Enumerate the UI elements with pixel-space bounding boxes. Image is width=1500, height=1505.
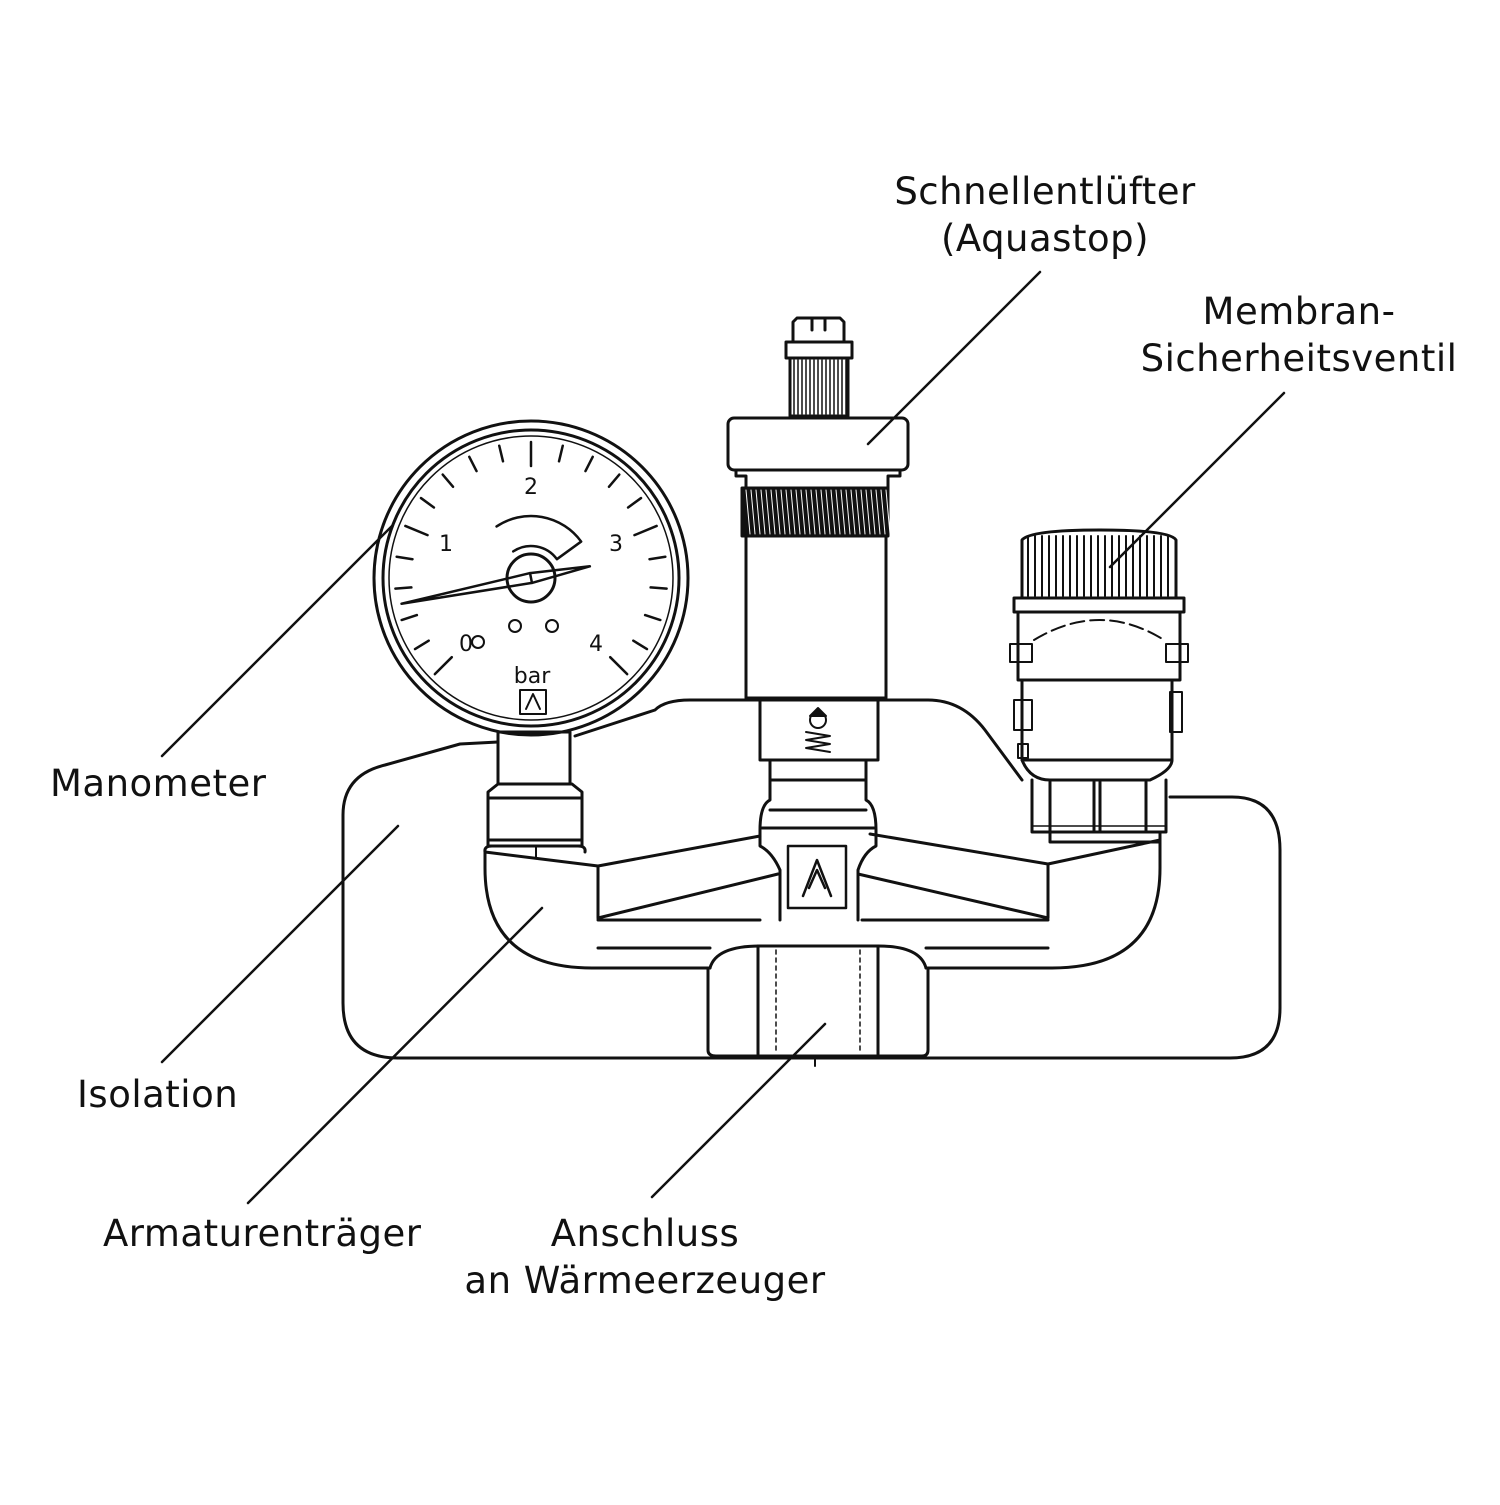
gauge-tick [394,586,413,590]
ring-knurl-line [860,489,866,535]
gauge-needle [400,571,534,606]
gauge-tick [395,555,414,561]
gauge-tick [633,524,658,537]
gauge-pointer [400,565,592,606]
label-schnellentluefter-line1: Schnellentlüfter [894,170,1196,213]
air-vent [726,316,910,762]
gauge-tick [498,444,505,463]
leader-armaturentraeger [246,906,544,1205]
ring-knurl-line [850,489,856,535]
gauge-tick [468,455,478,473]
ring-knurl-line [880,489,886,535]
safety-valve-knurl [1027,535,1169,597]
ring-knurl-line [835,489,841,535]
gauge-scale-label: 1 [439,532,453,557]
leader-isolation [160,824,400,1064]
ring-knurl-line [885,489,891,535]
gauge-tick [441,473,455,489]
ring-knurl-line [765,489,771,535]
ring-knurl-line [870,489,876,535]
gauge-tick [632,639,649,651]
ring-knurl-line [845,489,851,535]
gauge-tick [626,496,643,509]
leader-schnellentluefter [866,270,1042,446]
ring-knurl-line [790,489,796,535]
label-armaturentraeger: Armaturenträger [103,1212,422,1255]
ring-knurl-line [840,489,846,535]
ring-knurl-line [855,489,861,535]
ring-knurl-line [805,489,811,535]
gauge-tick [607,473,621,489]
gauge-tick [419,496,436,509]
ring-knurl-line [760,489,766,535]
ring-knurl-line [815,489,821,535]
gauge-tick [557,444,564,463]
label-sicherheitsventil-line2: Sicherheitsventil [1140,337,1458,380]
label-anschluss-line1: Anschluss [550,1212,740,1255]
safety-valve [1009,528,1189,844]
gauge-tick [584,455,594,473]
label-schnellentluefter: Schnellentlüfter (Aquastop) [890,168,1200,262]
ring-knurl-line [865,489,871,535]
gauge-scale-label: 3 [609,532,623,557]
ring-knurl-line [825,489,831,535]
gauge-tick [643,613,662,622]
label-manometer: Manometer [50,762,267,805]
gauge-red-zone [495,514,583,561]
gauge-logo [519,689,547,715]
gauge-scale-label: 0 [459,632,473,657]
label-sicherheitsventil-line1: Membran- [1202,290,1396,333]
gauge-unit: bar [514,664,551,689]
insulation-shell [341,698,1282,1067]
label-isolation: Isolation [77,1073,239,1116]
leader-sicherheitsventil [1108,391,1286,569]
ring-knurl-line [785,489,791,535]
ring-knurl-line [800,489,806,535]
gauge-scale-label: 2 [524,475,538,500]
ring-knurl-line [820,489,826,535]
leader-manometer [160,524,394,758]
ring-knurl-line [775,489,781,535]
gauge-tick [413,639,430,651]
pressure-gauge: 0 1 2 3 4 bar [372,419,690,859]
gauge-tick-marks [394,440,668,676]
ring-knurl-line [875,489,881,535]
ring-knurl-line [745,489,751,535]
gauge-tick [648,555,667,561]
ring-knurl-line [755,489,761,535]
label-anschluss: Anschluss an Wärmeerzeuger [460,1210,830,1304]
ring-knurl-line [750,489,756,535]
gauge-tick [404,524,429,537]
ring-knurl-line [795,489,801,535]
gauge-tick [649,586,668,590]
ring-knurl-line [770,489,776,535]
leader-lines [160,270,1286,1205]
fittings-carrier [483,758,1162,1058]
gauge-tick [400,613,419,622]
gauge-scale-labels: 0 1 2 3 4 [439,475,623,657]
ring-knurl-line [810,489,816,535]
ring-knurl-line [780,489,786,535]
label-sicherheitsventil: Membran- Sicherheitsventil [1138,288,1460,382]
gauge-tick [608,655,629,676]
air-vent-knurled-cap [788,356,850,418]
label-schnellentluefter-line2: (Aquastop) [940,217,1150,260]
gauge-tick [433,655,454,676]
gauge-scale-label: 4 [589,632,603,657]
ring-knurl-line [830,489,836,535]
label-anschluss-line2: an Wärmeerzeuger [464,1259,826,1302]
leader-anschluss [650,1022,827,1199]
gauge-needle-tail [528,565,592,585]
